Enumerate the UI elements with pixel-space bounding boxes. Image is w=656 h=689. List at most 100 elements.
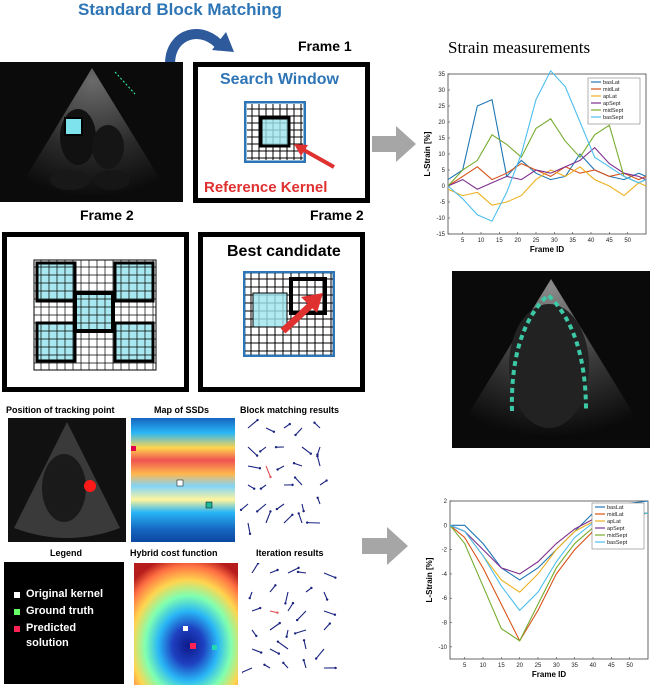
legend-label: apSept: [607, 526, 625, 532]
x-tick-label: 5: [461, 238, 465, 244]
x-tick-label: 45: [608, 663, 615, 669]
frame2-left-label: Frame 2: [80, 207, 134, 223]
predicted-swatch: [14, 626, 20, 632]
y-tick-label: 25: [438, 104, 445, 110]
x-tick-label: 25: [533, 238, 540, 244]
series-line-apLat: [447, 166, 647, 206]
legend-panel: Original kernel Ground truth Predicted s…: [4, 562, 124, 684]
legend-label: basSept: [603, 115, 624, 121]
x-axis-label: Frame ID: [532, 670, 566, 679]
legend-ground-truth-label: Ground truth: [26, 605, 94, 617]
series-line-midLat: [447, 162, 647, 187]
frame1-label: Frame 1: [298, 38, 352, 54]
strain-chart-top: 5 10 15 20 25 30 35 40 45 50 -15 -10 -5 0 5 10 15 20 25 30 3…: [410, 62, 656, 267]
frame1-box: Search Window Reference Kernel: [193, 62, 370, 203]
search-window-label: Search Window: [220, 71, 339, 88]
y-tick-label: 10: [438, 152, 445, 158]
legend-label: apLat: [603, 94, 617, 100]
ssd-map: [131, 418, 235, 542]
echo-cone-right: [464, 279, 638, 437]
ground-truth-swatch: [14, 609, 20, 615]
frame2-right-box: Best candidate: [198, 232, 365, 392]
right-arrow-icon-lower: [362, 527, 408, 565]
y-tick-label: 5: [442, 168, 446, 174]
series-line-basSept: [447, 69, 647, 222]
x-tick-label: 30: [553, 663, 560, 669]
x-axis-label: Frame ID: [530, 245, 564, 254]
legend-label: apSept: [603, 101, 621, 107]
original-kernel-swatch: [14, 592, 20, 598]
y-tick-label: -8: [442, 621, 448, 627]
x-tick-label: 35: [569, 238, 576, 244]
y-tick-label: -6: [442, 596, 448, 602]
y-tick-label: 0: [444, 523, 448, 529]
tracking-point-marker: [84, 480, 96, 492]
legend-label: apLat: [607, 519, 621, 525]
x-tick-label: 30: [551, 238, 558, 244]
y-axis-label: L-Strain [%]: [423, 131, 432, 176]
legend-label: basSept: [607, 540, 628, 546]
legend-label: midLat: [603, 87, 620, 93]
y-tick-label: -10: [436, 216, 445, 222]
x-tick-label: 10: [480, 663, 487, 669]
x-tick-label: 40: [590, 663, 597, 669]
x-tick-label: 35: [571, 663, 578, 669]
x-tick-label: 20: [516, 663, 523, 669]
legend-predicted-label: Predicted: [26, 622, 77, 634]
legend-box: [587, 77, 641, 125]
reference-arrow-icon: [294, 144, 335, 169]
legend-label: basLat: [603, 80, 620, 86]
reference-kernel-label: Reference Kernel: [204, 179, 328, 196]
candidate-grid: [33, 259, 157, 371]
legend-label: basLat: [607, 505, 624, 511]
ssd-panel-title: Map of SSDs: [154, 405, 210, 415]
legend-solution-label: solution: [26, 637, 69, 649]
right-arrow-icon: [372, 126, 416, 162]
y-tick-label: 15: [438, 136, 445, 142]
x-tick-label: 50: [624, 238, 631, 244]
y-tick-label: -15: [436, 232, 445, 238]
y-tick-label: 2: [444, 499, 448, 505]
x-tick-label: 15: [496, 238, 503, 244]
x-tick-label: 45: [606, 238, 613, 244]
legend-label: midSept: [603, 108, 624, 114]
y-tick-label: -4: [442, 572, 448, 578]
echo-cone: [20, 68, 165, 197]
y-tick-label: 35: [438, 72, 445, 78]
echo-image-right: [452, 271, 650, 448]
strain-title: Strain measurements: [448, 38, 591, 57]
bm-results: [238, 418, 334, 542]
legend-original-label: Original kernel: [26, 588, 104, 600]
y-tick-label: -10: [438, 645, 447, 651]
legend-label: midLat: [607, 512, 624, 518]
x-tick-label: 40: [588, 238, 595, 244]
y-tick-label: 30: [438, 88, 445, 94]
curved-arrow-icon: [165, 29, 234, 65]
iteration-panel-title: Iteration results: [256, 548, 324, 558]
bm-panel-title: Block matching results: [240, 405, 340, 415]
y-tick-label: 20: [438, 120, 445, 126]
best-candidate-label: Best candidate: [227, 243, 341, 260]
series-line-midSept: [447, 118, 647, 187]
x-tick-label: 25: [535, 663, 542, 669]
x-tick-label: 50: [626, 663, 633, 669]
y-tick-label: 0: [442, 184, 446, 190]
echo-image-top: [0, 62, 183, 202]
page-title: Standard Block Matching: [78, 0, 283, 19]
legend-label: midSept: [607, 533, 628, 539]
x-tick-label: 20: [514, 238, 521, 244]
frame2-right-label: Frame 2: [310, 207, 364, 223]
hybrid-panel-title: Hybrid cost function: [130, 548, 218, 558]
x-tick-label: 10: [478, 238, 485, 244]
y-tick-label: -2: [442, 548, 448, 554]
best-candidate-grid: [243, 271, 335, 357]
series-line-apSept: [447, 146, 647, 190]
tracking-point-image: [8, 418, 126, 542]
y-tick-label: -5: [440, 200, 446, 206]
y-axis-label: L-Strain [%]: [425, 557, 434, 602]
legend-panel-title: Legend: [50, 548, 83, 558]
chart-top-svg: 5 10 15 20 25 30 35 40 45 50 -15 -10 -5 0 5 10 15 20 25 30 3…: [423, 69, 647, 254]
x-tick-label: 5: [463, 663, 467, 669]
search-window-grid: [244, 101, 306, 163]
